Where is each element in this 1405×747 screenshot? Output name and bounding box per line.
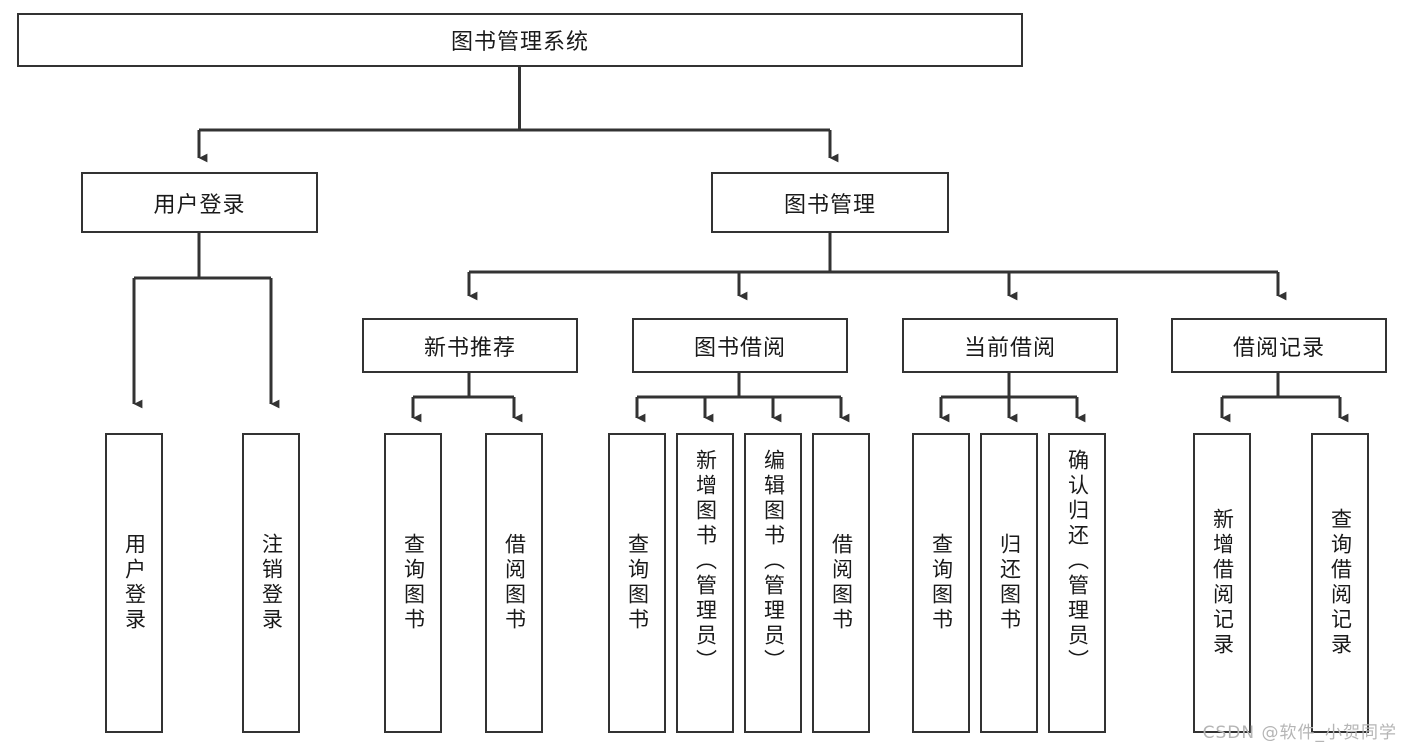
node-label: 借阅记录: [1232, 335, 1325, 361]
node-current-borrow[interactable]: 当前借阅: [902, 318, 1118, 373]
leaf-confirm-return-admin[interactable]: 确认归还（管理员）: [1048, 433, 1106, 733]
node-label: 用户登录: [153, 192, 246, 218]
node-label: 用户登录: [122, 533, 147, 633]
leaf-user-login[interactable]: 用户登录: [105, 433, 163, 733]
node-new-book-recommend[interactable]: 新书推荐: [362, 318, 578, 373]
watermark: CSDN @软件_小贺同学: [1202, 723, 1397, 743]
node-label: 借阅图书: [829, 533, 854, 633]
leaf-add-book-admin[interactable]: 新增图书（管理员）: [676, 433, 734, 733]
node-label: 新增图书（管理员）: [693, 449, 718, 674]
node-label: 查询借阅记录: [1328, 508, 1353, 658]
node-label: 确认归还（管理员）: [1065, 449, 1090, 674]
leaf-edit-book-admin[interactable]: 编辑图书（管理员）: [744, 433, 802, 733]
node-label: 编辑图书（管理员）: [761, 449, 786, 674]
node-label: 图书管理系统: [450, 30, 589, 55]
node-label: 当前借阅: [963, 335, 1056, 361]
node-label: 新书推荐: [423, 335, 516, 361]
leaf-query-book-1[interactable]: 查询图书: [384, 433, 442, 733]
leaf-query-book-2[interactable]: 查询图书: [608, 433, 666, 733]
leaf-return-book[interactable]: 归还图书: [980, 433, 1038, 733]
node-label: 注销登录: [259, 533, 284, 633]
leaf-add-borrow-record[interactable]: 新增借阅记录: [1193, 433, 1251, 733]
node-book-management-system[interactable]: 图书管理系统: [17, 13, 1023, 67]
leaf-borrow-book-1[interactable]: 借阅图书: [485, 433, 543, 733]
node-label: 查询图书: [401, 533, 426, 633]
node-label: 查询图书: [625, 533, 650, 633]
node-label: 图书管理: [783, 192, 876, 218]
node-book-management[interactable]: 图书管理: [711, 172, 949, 233]
node-label: 新增借阅记录: [1210, 508, 1235, 658]
leaf-query-book-3[interactable]: 查询图书: [912, 433, 970, 733]
node-label: 归还图书: [997, 533, 1022, 633]
node-label: 借阅图书: [502, 533, 527, 633]
node-user-login[interactable]: 用户登录: [81, 172, 318, 233]
node-book-borrow[interactable]: 图书借阅: [632, 318, 848, 373]
leaf-borrow-book-2[interactable]: 借阅图书: [812, 433, 870, 733]
node-label: 图书借阅: [693, 335, 786, 361]
leaf-query-borrow-record[interactable]: 查询借阅记录: [1311, 433, 1369, 733]
node-borrow-record[interactable]: 借阅记录: [1171, 318, 1387, 373]
leaf-logout-login[interactable]: 注销登录: [242, 433, 300, 733]
node-label: 查询图书: [929, 533, 954, 633]
